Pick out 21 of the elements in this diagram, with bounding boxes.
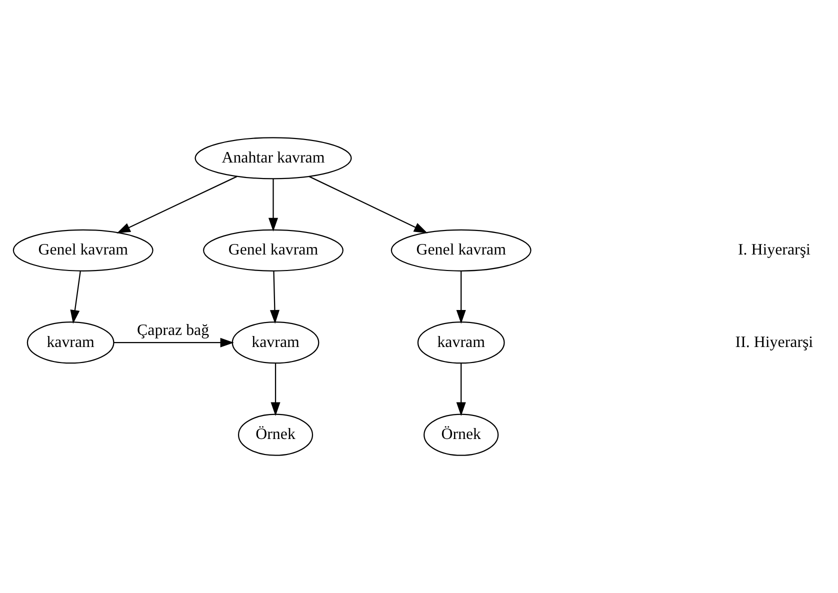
arrow <box>70 270 80 324</box>
arrow <box>456 363 466 416</box>
node-ellipse: Genel kavram <box>12 229 153 272</box>
edge-label: Çapraz bağ <box>136 322 209 339</box>
arrow <box>270 363 280 416</box>
node-ellipse: kavram <box>26 322 114 364</box>
arrow <box>268 178 278 232</box>
label: II. Hiyerarşi <box>734 334 813 351</box>
node-ellipse: Örnek <box>237 414 313 456</box>
arrow <box>113 338 234 348</box>
arrow <box>269 271 280 324</box>
node-ellipse: Genel kavram <box>202 229 343 272</box>
node-ellipse: Genel kavram <box>390 229 531 272</box>
node-ellipse: kavram <box>416 322 504 364</box>
node-ellipse: kavram <box>231 322 319 364</box>
arrow <box>116 176 237 234</box>
arrow <box>456 271 466 324</box>
arrow <box>308 176 428 234</box>
label: I. Hiyerarşi <box>737 242 810 259</box>
node-ellipse: Örnek <box>423 414 498 456</box>
node-ellipse: Anahtar kavram <box>194 137 352 180</box>
